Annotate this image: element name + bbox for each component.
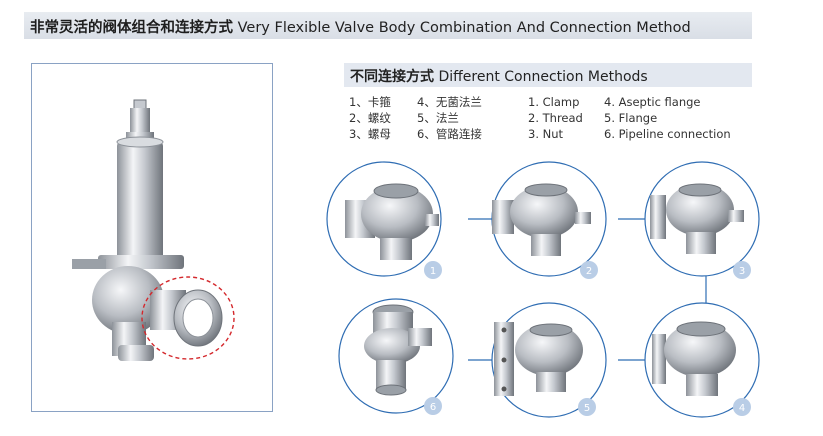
connection-circle-nut: 3 xyxy=(644,161,760,279)
badge-label: 6 xyxy=(430,402,436,413)
legend-en-column-a: 1. Clamp 2. Thread 3. Nut xyxy=(528,94,583,142)
legend-item: 3、螺母 xyxy=(349,127,391,141)
subsection-title-cn: 不同连接方式 xyxy=(350,69,434,85)
legend-item: 5. Flange xyxy=(604,111,658,125)
number-badge xyxy=(733,398,751,416)
badge-label: 3 xyxy=(739,266,745,277)
legend-item: 5、法兰 xyxy=(417,111,459,125)
connection-circle-pipeline: 6 xyxy=(338,298,454,415)
connection-circle-clamp: 1 xyxy=(326,161,442,279)
legend-item: 4. Aseptic flange xyxy=(604,95,701,109)
subsection-title: 不同连接方式 Different Connection Methods xyxy=(350,66,648,86)
legend-item: 1、卡箍 xyxy=(349,95,391,109)
safety-valve-illustration xyxy=(72,99,235,361)
legend-item: 4、无菌法兰 xyxy=(417,95,482,109)
section-title-en: Very Flexible Valve Body Combination And… xyxy=(237,20,691,36)
legend-cn-column-a: 1、卡箍 2、螺纹 3、螺母 xyxy=(349,94,391,142)
badge-label: 4 xyxy=(739,403,745,414)
number-badge xyxy=(733,261,751,279)
badge-label: 2 xyxy=(586,266,592,277)
badge-label: 1 xyxy=(430,266,436,277)
highlight-circle xyxy=(141,276,235,360)
subsection-title-en: Different Connection Methods xyxy=(438,69,648,85)
number-badge xyxy=(580,261,598,279)
number-badge xyxy=(578,398,596,416)
badge-label: 5 xyxy=(584,403,590,414)
legend-item: 3. Nut xyxy=(528,127,564,141)
legend-en-column-b: 4. Aseptic flange 5. Flange 6. Pipeline … xyxy=(604,94,731,142)
connection-circle-aseptic-flange: 4 xyxy=(644,302,760,418)
subsection-header-bar: 不同连接方式 Different Connection Methods xyxy=(344,63,752,87)
number-badge xyxy=(424,261,442,279)
legend-cn-column-b: 4、无菌法兰 5、法兰 6、管路连接 xyxy=(417,94,482,142)
connection-circle-flange: 5 xyxy=(491,302,607,418)
section-header-bar: 非常灵活的阀体组合和连接方式 Very Flexible Valve Body … xyxy=(24,12,752,39)
number-badge xyxy=(424,397,442,415)
legend-item: 1. Clamp xyxy=(528,95,580,109)
legend-item: 2、螺纹 xyxy=(349,111,391,125)
valve-body-shape xyxy=(361,186,433,242)
legend-item: 6、管路连接 xyxy=(417,127,482,141)
section-title-cn: 非常灵活的阀体组合和连接方式 xyxy=(30,20,233,36)
legend-item: 6. Pipeline connection xyxy=(604,127,731,141)
connection-circle-thread: 2 xyxy=(491,161,607,279)
section-title: 非常灵活的阀体组合和连接方式 Very Flexible Valve Body … xyxy=(30,16,691,37)
legend-item: 2. Thread xyxy=(528,111,583,125)
